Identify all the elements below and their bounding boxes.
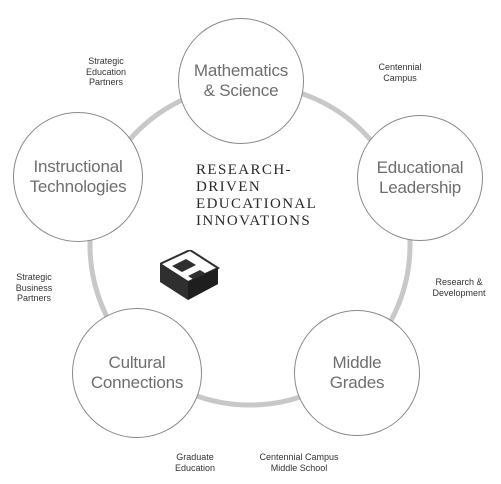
connector-graduate-education: Graduate Education (174, 452, 216, 473)
circle-middle-grades[interactable]: Middle Grades (294, 310, 420, 436)
connector-strategic-business-partners: Strategic Business Partners (15, 272, 53, 303)
circle-educational-leadership[interactable]: Educational Leadership (357, 115, 483, 241)
connector-strategic-education-partners: Strategic Education Partners (85, 56, 127, 87)
circle-label: Middle Grades (329, 353, 385, 392)
connector-research-development: Research & Development (432, 277, 486, 298)
diagram-title: RESEARCH- DRIVEN EDUCATIONAL INNOVATIONS (196, 162, 318, 229)
connector-centennial-campus: Centennial Campus (378, 62, 422, 83)
circle-mathematics-science[interactable]: Mathematics & Science (178, 18, 304, 144)
circle-label: Cultural Connections (90, 353, 184, 392)
connector-centennial-campus-middle-school: Centennial Campus Middle School (259, 452, 339, 473)
circle-label: Instructional Technologies (29, 157, 127, 196)
building-block-logo-icon (160, 250, 221, 300)
circle-label: Educational Leadership (376, 158, 464, 197)
circle-label: Mathematics & Science (193, 61, 289, 100)
circle-cultural-connections[interactable]: Cultural Connections (72, 308, 202, 438)
circle-instructional-technologies[interactable]: Instructional Technologies (13, 112, 143, 242)
